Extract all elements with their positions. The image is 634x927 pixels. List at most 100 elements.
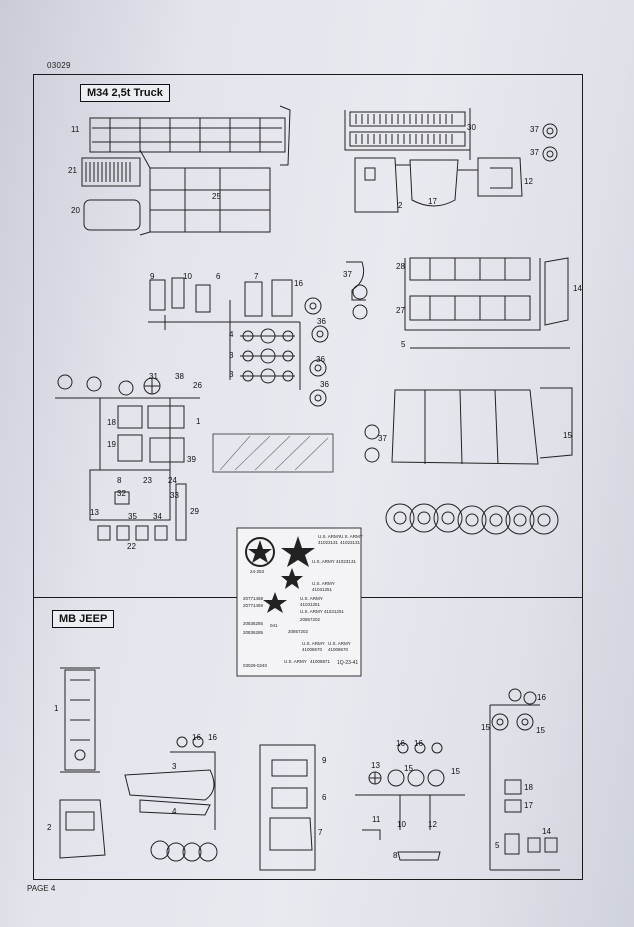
decal-line: 20857202 — [288, 629, 309, 634]
truck-rack-part — [344, 108, 471, 151]
part-number: 3 — [172, 762, 177, 771]
decal-line: 41008670 — [328, 647, 349, 652]
part-number: 21 — [68, 166, 77, 175]
part-number: 14 — [542, 827, 551, 836]
star-icon — [281, 536, 315, 567]
decal-line: 1Q-23-41 — [337, 660, 359, 666]
part-number: 6 — [216, 272, 221, 281]
part-number: 7 — [254, 272, 259, 281]
decal-line: 41008670 — [302, 647, 323, 652]
decal-line: 20836285 — [243, 630, 264, 635]
decal-line: U.S. ARMY — [328, 641, 351, 646]
decal-line: 20771459 — [243, 603, 264, 608]
jeep-wheels-sprue — [355, 742, 465, 861]
star-icon — [248, 540, 272, 563]
part-number: 39 — [187, 455, 196, 464]
decal-line: 03029-0240 — [243, 663, 268, 668]
part-number: 4 — [229, 330, 234, 339]
part-number: 16 — [192, 733, 201, 742]
decal-line: U.S. ARMY — [302, 641, 325, 646]
part-number: 17 — [524, 801, 533, 810]
decal-line: 41008871 — [310, 659, 331, 664]
part-number: 9 — [322, 756, 327, 765]
star-icon — [263, 592, 287, 613]
part-number: 33 — [170, 491, 179, 500]
part-number: 28 — [396, 262, 405, 271]
part-number: 15 — [451, 767, 460, 776]
part-number: 36 — [320, 380, 329, 389]
part-number: 20 — [71, 206, 80, 215]
decal-line: U.S. ARMY 41031251 — [300, 609, 344, 614]
part-number: 10 — [183, 272, 192, 281]
part-number: 14 — [573, 284, 582, 293]
part-number: 34 — [153, 512, 162, 521]
part-number: 36 — [317, 317, 326, 326]
part-number: 8 — [393, 851, 398, 860]
part-number: 30 — [467, 123, 476, 132]
jeep-panel-parts — [259, 744, 316, 871]
decal-line: 20857202 — [300, 617, 321, 622]
part-number: 37 — [378, 434, 387, 443]
part-number: 27 — [396, 306, 405, 315]
part-number: 1 — [196, 417, 201, 426]
truck-bed-floor-part — [139, 149, 271, 236]
truck-tailgate-part — [544, 257, 569, 326]
part-number: 16 — [396, 739, 405, 748]
part-number: 22 — [127, 542, 136, 551]
part-number: 17 — [428, 197, 437, 206]
part-number: 10 — [397, 820, 406, 829]
page-number: PAGE 4 — [27, 884, 56, 893]
part-number: 19 — [107, 440, 116, 449]
truck-grille-part — [81, 157, 141, 187]
truck-interior-parts — [55, 374, 200, 541]
truck-canvas-cover-part — [391, 387, 573, 465]
part-number: 9 — [150, 272, 155, 281]
part-number: 2 — [47, 823, 52, 832]
part-number: 29 — [190, 507, 199, 516]
jeep-body-part — [59, 799, 106, 859]
star-icon — [281, 568, 303, 589]
parts-frame — [33, 74, 583, 880]
truck-glass-part — [212, 433, 334, 473]
part-number: 32 — [117, 489, 126, 498]
truck-tires — [385, 503, 559, 535]
decal-line: U.S. ARMY 41023131 — [312, 559, 356, 564]
part-number: 16 — [294, 279, 303, 288]
part-number: 36 — [316, 355, 325, 364]
decal-line: 041 — [270, 623, 278, 628]
decal-line: 41023131 — [340, 540, 361, 545]
part-number: 15 — [404, 764, 413, 773]
jeep-tires — [150, 840, 218, 862]
part-number: 18 — [524, 783, 533, 792]
part-number: 37 — [530, 148, 539, 157]
jeep-small-parts — [489, 688, 560, 871]
decal-line: U.S. ARMY — [318, 534, 341, 539]
part-number: 25 — [212, 192, 221, 201]
part-number: 16 — [208, 733, 217, 742]
part-number: 11 — [372, 815, 381, 824]
jeep-section-title: MB JEEP — [52, 610, 115, 628]
part-number: 12 — [428, 820, 437, 829]
kit-code: 03029 — [47, 61, 71, 70]
decal-line: U.S. ARMY — [300, 596, 323, 601]
truck-axle-parts — [240, 328, 295, 384]
part-number: 24 — [168, 476, 177, 485]
decal-line: 24-253 — [250, 569, 265, 574]
decal-line: U.S. ARMY — [284, 659, 307, 664]
part-number: 5 — [495, 841, 500, 850]
part-number: 11 — [71, 125, 80, 134]
part-number: 35 — [128, 512, 137, 521]
truck-side-rack-parts — [346, 257, 541, 331]
decal-line: 20836285 — [243, 621, 264, 626]
jeep-chassis-part — [60, 667, 100, 773]
part-number: 15 — [563, 431, 572, 440]
part-number: 23 — [143, 476, 152, 485]
part-number: 3 — [229, 370, 234, 379]
part-number: 2 — [398, 201, 403, 210]
decal-line: U.S. ARMY — [340, 534, 363, 539]
decal-line: 41031251 — [300, 602, 321, 607]
decal-line: U.S. ARMY — [312, 581, 335, 586]
truck-suspension-parts — [148, 277, 301, 390]
